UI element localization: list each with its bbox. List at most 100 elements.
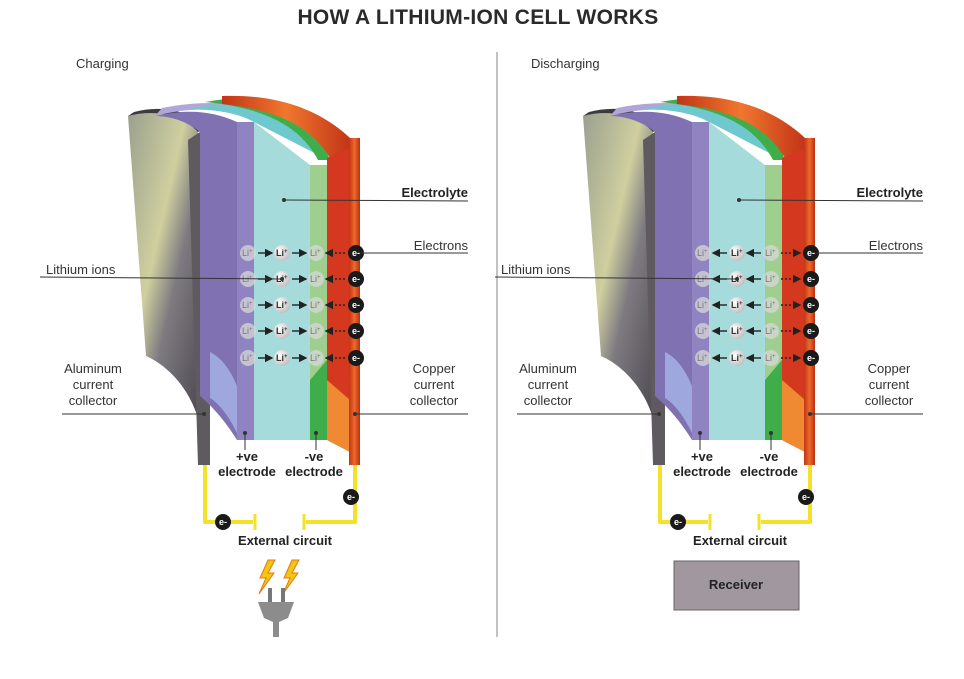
copper-collector-lower-highlight <box>327 380 350 452</box>
copper-collector-face <box>782 148 805 452</box>
lithium-ion-label: Li+ <box>731 248 743 258</box>
receiver-label: Receiver <box>709 577 763 592</box>
positive-electrode-leader-dot <box>698 431 702 435</box>
plug-prong-right <box>281 588 285 602</box>
lithium-ions-label: Lithium ions <box>46 262 116 277</box>
electron-label: e- <box>807 248 815 258</box>
lithium-ion <box>240 297 256 313</box>
negative-electrode-label: electrode <box>285 464 343 479</box>
aluminum-collector-label: collector <box>524 393 573 408</box>
electron-label: e- <box>352 326 360 336</box>
electron <box>803 271 819 287</box>
lithium-ions-leader <box>494 276 738 280</box>
positive-electrode-label: +ve <box>691 449 713 464</box>
lightning-bolt-icon <box>282 559 300 595</box>
circuit-electron-label: e- <box>347 492 355 502</box>
lithium-ion-label: Li+ <box>242 353 253 363</box>
electron <box>803 323 819 339</box>
aluminum-collector-curved-face <box>583 113 653 418</box>
copper-leader-dot <box>353 412 357 416</box>
circuit-electron-label: e- <box>802 492 810 502</box>
negative-electrode-label: -ve <box>305 449 324 464</box>
electron-label: e- <box>807 326 815 336</box>
lithium-ion <box>695 297 711 313</box>
negative-electrode-lower-band <box>310 360 327 440</box>
circuit-electron <box>670 514 686 530</box>
plug-prong-left <box>268 588 272 602</box>
lithium-ion <box>274 297 290 313</box>
lithium-ion <box>763 350 779 366</box>
ion-row: Li+Li+Li+e- <box>695 323 819 339</box>
lithium-ion-label: Li+ <box>310 300 321 310</box>
lithium-ion-label: Li+ <box>731 300 743 310</box>
lithium-ion <box>695 323 711 339</box>
negative-electrode-label: electrode <box>740 464 798 479</box>
electron <box>348 323 364 339</box>
aluminum-collector-label: Aluminum <box>64 361 122 376</box>
lithium-ion-label: Li+ <box>276 326 288 336</box>
lithium-ion-label: Li+ <box>765 274 776 284</box>
ion-row: Li+Li+Li+e- <box>240 350 364 366</box>
lithium-ion-label: Li+ <box>697 300 708 310</box>
lithium-ion-label: Li+ <box>310 353 321 363</box>
lithium-ions-leader-dot <box>280 277 284 281</box>
lithium-ion <box>274 323 290 339</box>
negative-electrode-leader-dot <box>769 431 773 435</box>
lithium-ion <box>308 271 324 287</box>
copper-collector-label: collector <box>865 393 914 408</box>
lithium-ion <box>308 297 324 313</box>
negative-electrode-label: -ve <box>760 449 779 464</box>
lithium-ion <box>308 323 324 339</box>
copper-collector-top <box>222 95 350 158</box>
aluminum-collector-label: current <box>73 377 114 392</box>
lithium-ion <box>729 297 745 313</box>
copper-collector-label: Copper <box>868 361 911 376</box>
electron <box>803 245 819 261</box>
copper-collector-face <box>327 148 350 452</box>
positive-electrode-leader-dot <box>243 431 247 435</box>
lithium-ion-label: Li+ <box>697 248 708 258</box>
positive-electrode-label: electrode <box>218 464 276 479</box>
electron-label: e- <box>352 248 360 258</box>
lithium-ion-label: Li+ <box>731 326 743 336</box>
electron <box>348 350 364 366</box>
positive-electrode-label: +ve <box>236 449 258 464</box>
ion-row: Li+Li+Li+e- <box>695 350 819 366</box>
lithium-ion <box>240 245 256 261</box>
copper-collector-label: collector <box>410 393 459 408</box>
copper-collector-label: Copper <box>413 361 456 376</box>
lithium-ion-label: Li+ <box>276 300 288 310</box>
positive-electrode-lower-highlight <box>210 352 240 440</box>
ion-row: Li+Li+Li+e- <box>240 271 364 287</box>
lithium-ion <box>729 323 745 339</box>
lithium-ion-label: Li+ <box>731 353 743 363</box>
lithium-ion-label: Li+ <box>765 300 776 310</box>
lithium-ion-label: Li+ <box>242 326 253 336</box>
lithium-ion-label: Li+ <box>697 353 708 363</box>
electron <box>348 297 364 313</box>
lithium-ion <box>729 245 745 261</box>
electrons-label: Electrons <box>869 238 924 253</box>
circuit-electron-label: e- <box>219 517 227 527</box>
power-plug-icon <box>258 559 300 637</box>
lithium-ion-label: Li+ <box>242 248 253 258</box>
lithium-ion-label: Li+ <box>765 248 776 258</box>
electrolyte-leader <box>283 199 469 202</box>
external-wire-left <box>203 465 253 524</box>
lithium-ions-label: Lithium ions <box>501 262 571 277</box>
positive-electrode-label: electrode <box>673 464 731 479</box>
external-wire-left <box>658 465 708 524</box>
positive-electrode-lower-highlight <box>665 352 695 440</box>
lithium-ion-label: Li+ <box>765 353 776 363</box>
ion-row: Li+Li+Li+e- <box>240 323 364 339</box>
panel-heading: Discharging <box>531 56 600 71</box>
lithium-ion <box>695 245 711 261</box>
lithium-ion <box>274 245 290 261</box>
lithium-ion <box>763 245 779 261</box>
electron <box>803 350 819 366</box>
electrolyte-leader-dot <box>737 198 741 202</box>
external-wire-right <box>306 465 357 524</box>
lithium-ion-label: Li+ <box>242 300 253 310</box>
lithium-ion <box>763 271 779 287</box>
